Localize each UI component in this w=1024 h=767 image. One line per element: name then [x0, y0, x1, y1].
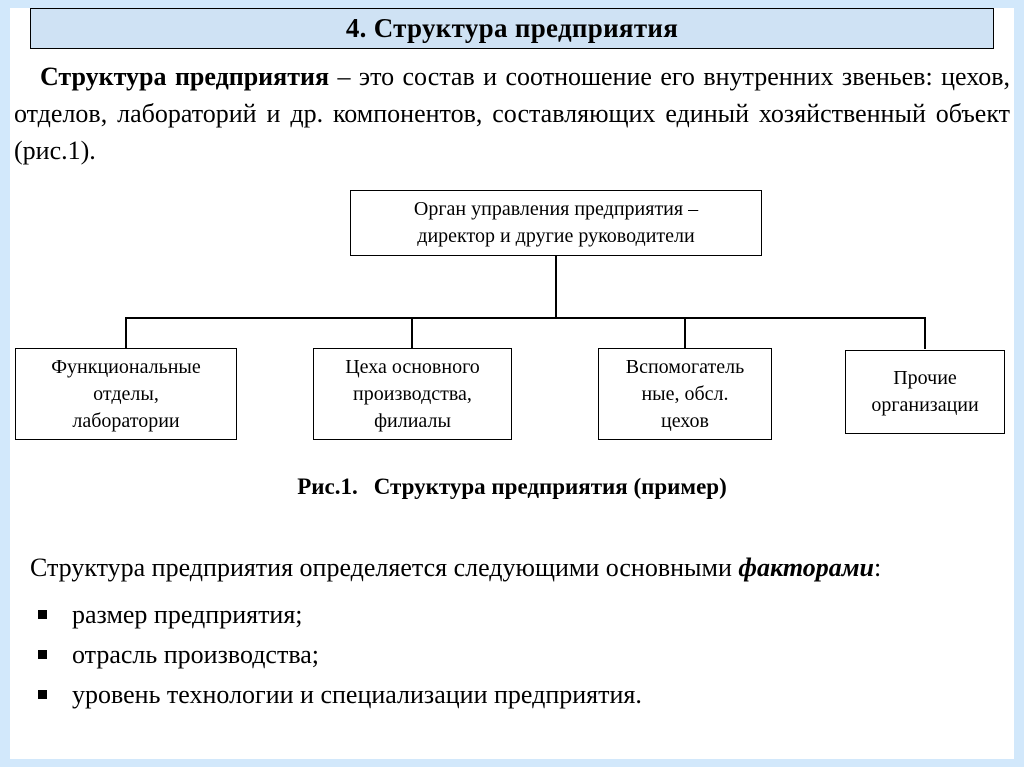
connector-drop-line: [684, 317, 686, 349]
intro-paragraph: Структура предприятия – это состав и соо…: [14, 58, 1010, 169]
bullet-square-icon: [38, 610, 47, 619]
factor-item-text: уровень технологии и специализации предп…: [72, 680, 642, 709]
slide-title-bar: 4. Структура предприятия: [30, 8, 994, 49]
factors-intro-lead: Структура предприятия определяется следу…: [30, 553, 739, 582]
org-box-auxiliary-shops: Вспомогатель ные, обсл. цехов: [598, 348, 772, 440]
connector-horizontal-line: [125, 317, 926, 319]
intro-lead-bold: Структура предприятия: [40, 62, 330, 91]
factor-item-text: отрасль производства;: [72, 640, 320, 669]
connector-drop-line: [924, 317, 926, 349]
org-box-functional-departments: Функциональные отделы, лаборатории: [15, 348, 237, 440]
connector-stem-line: [555, 256, 557, 318]
intro-rest: – это состав и соотношение его внутренни…: [14, 62, 1010, 165]
factors-intro-emphasis: факторами: [738, 553, 874, 582]
org-box-other-organizations: Прочие организации: [845, 350, 1005, 434]
org-box-main-production: Цеха основного производства, филиалы: [313, 348, 512, 440]
figure-caption-text: Структура предприятия (пример): [373, 474, 727, 499]
list-item: размер предприятия;: [38, 598, 988, 632]
factors-intro-tail: :: [873, 553, 882, 582]
factors-intro: Структура предприятия определяется следу…: [30, 553, 994, 583]
bullet-square-icon: [38, 690, 47, 699]
figure-caption: Рис.1. Структура предприятия (пример): [0, 474, 1024, 500]
figure-caption-label: Рис.1.: [297, 474, 358, 499]
connector-drop-line: [411, 317, 413, 349]
bullet-square-icon: [38, 650, 47, 659]
factors-list: размер предприятия; отрасль производства…: [38, 598, 988, 718]
org-box-management: Орган управления предприятия – директор …: [350, 190, 762, 256]
connector-drop-line: [125, 317, 127, 349]
factor-item-text: размер предприятия;: [72, 600, 303, 629]
slide-title: 4. Структура предприятия: [345, 13, 679, 43]
list-item: уровень технологии и специализации предп…: [38, 678, 988, 712]
list-item: отрасль производства;: [38, 638, 988, 672]
